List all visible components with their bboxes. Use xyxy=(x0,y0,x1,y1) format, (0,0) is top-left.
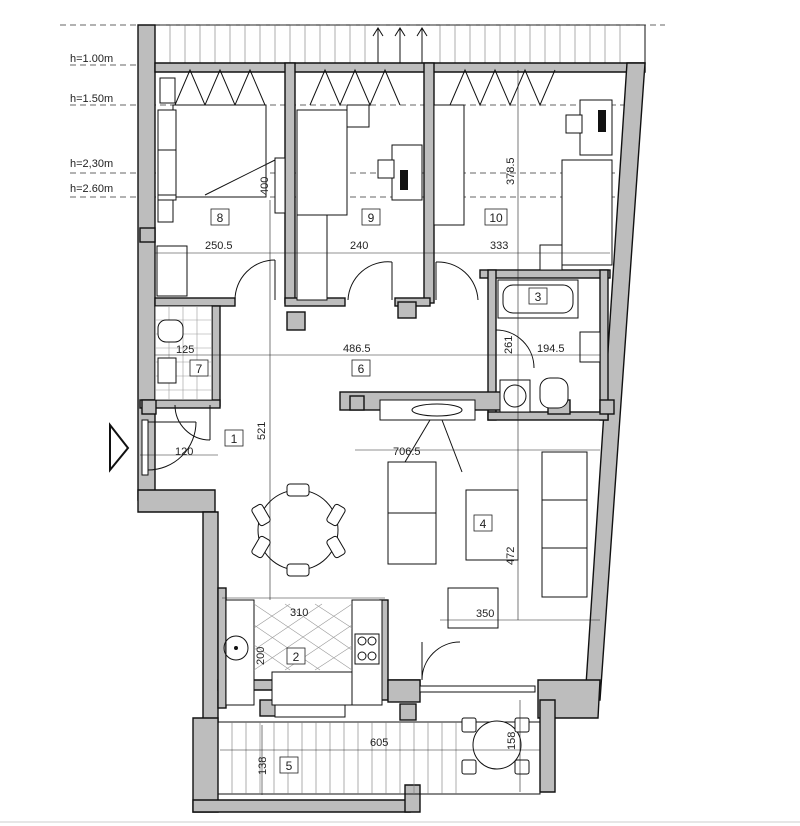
door-swing-balcony xyxy=(421,641,461,681)
door-swing-8 xyxy=(234,259,276,301)
dim-3785: 378.5 xyxy=(505,157,517,185)
chair-10 xyxy=(565,114,583,134)
height-label-260: h=2.60m xyxy=(70,183,113,195)
dim-2505: 250.5 xyxy=(205,240,233,252)
side-table xyxy=(447,587,499,629)
height-label-150: h=1.50m xyxy=(70,93,113,105)
room-numbers: 1 2 3 4 5 6 7 8 9 10 xyxy=(189,208,548,774)
bedroom-8-furniture xyxy=(156,77,286,301)
balcony-5 xyxy=(217,685,541,795)
dim-261: 261 xyxy=(503,336,515,354)
door-swing-3 xyxy=(495,329,535,369)
room-number-7: 7 xyxy=(196,362,203,376)
room-number-8: 8 xyxy=(217,211,224,225)
dim-605: 605 xyxy=(370,737,388,749)
balcony-table xyxy=(472,720,522,770)
dim-333: 333 xyxy=(490,240,508,252)
wardrobe-8 xyxy=(274,157,286,214)
counter-left xyxy=(225,599,255,706)
room-number-2: 2 xyxy=(293,650,300,664)
toilet-7 xyxy=(157,319,184,343)
entry-arrows-icon xyxy=(372,27,428,63)
dim-310: 310 xyxy=(290,607,308,619)
dim-1945: 194.5 xyxy=(537,343,565,355)
ceiling-slopes xyxy=(174,68,556,107)
room-number-9: 9 xyxy=(368,211,375,225)
height-label-100: h=1.00m xyxy=(70,53,113,65)
sink-kitchen xyxy=(223,635,249,661)
balcony-window xyxy=(274,704,346,718)
room-number-1: 1 xyxy=(231,432,238,446)
chair-9 xyxy=(377,159,395,179)
door-swing-10 xyxy=(435,261,479,301)
room-number-6: 6 xyxy=(358,362,365,376)
dim-4865: 486.5 xyxy=(343,343,371,355)
dim-158: 158 xyxy=(506,732,518,750)
dim-240: 240 xyxy=(350,240,368,252)
top-terrace xyxy=(154,24,646,64)
dim-125: 125 xyxy=(176,344,194,356)
room-number-5: 5 xyxy=(286,759,293,773)
dim-7065: 706.5 xyxy=(393,446,421,458)
wardrobe-10 xyxy=(433,104,465,226)
double-bed xyxy=(172,104,267,198)
door-swing-9 xyxy=(347,261,393,301)
room-number-10: 10 xyxy=(489,211,503,225)
toilet-3 xyxy=(539,377,569,409)
bedroom-9-furniture xyxy=(296,104,423,301)
single-bed-9 xyxy=(296,109,348,216)
dim-138: 138 xyxy=(257,757,269,775)
living-furniture xyxy=(379,399,588,629)
bedroom-10-furniture xyxy=(433,99,613,301)
room-number-3: 3 xyxy=(535,290,542,304)
dimension-lines xyxy=(140,70,610,795)
wc-7 xyxy=(154,305,213,441)
sink-7 xyxy=(157,357,177,384)
door-swing-entrance xyxy=(147,421,197,471)
height-label-230: h=2,30m xyxy=(70,158,113,170)
dim-350: 350 xyxy=(476,608,494,620)
single-bed-10 xyxy=(561,159,613,266)
exterior-walls xyxy=(137,24,646,813)
sink-3 xyxy=(579,331,601,363)
sofa xyxy=(541,451,588,598)
entrance-arrow-icon xyxy=(109,422,130,473)
dimension-texts: 250.5 240 333 378.5 400 125 486.5 261 19… xyxy=(175,157,565,775)
entrance xyxy=(109,419,197,476)
dim-472: 472 xyxy=(505,547,517,565)
dim-521: 521 xyxy=(256,422,268,440)
dining-table xyxy=(251,483,346,577)
counter-bottom xyxy=(271,671,353,706)
room-number-4: 4 xyxy=(480,517,487,531)
desk-10 xyxy=(579,99,613,156)
door-swing-7 xyxy=(174,404,211,441)
dim-400: 400 xyxy=(259,177,271,195)
dim-120: 120 xyxy=(175,446,193,458)
dim-200: 200 xyxy=(255,647,267,665)
